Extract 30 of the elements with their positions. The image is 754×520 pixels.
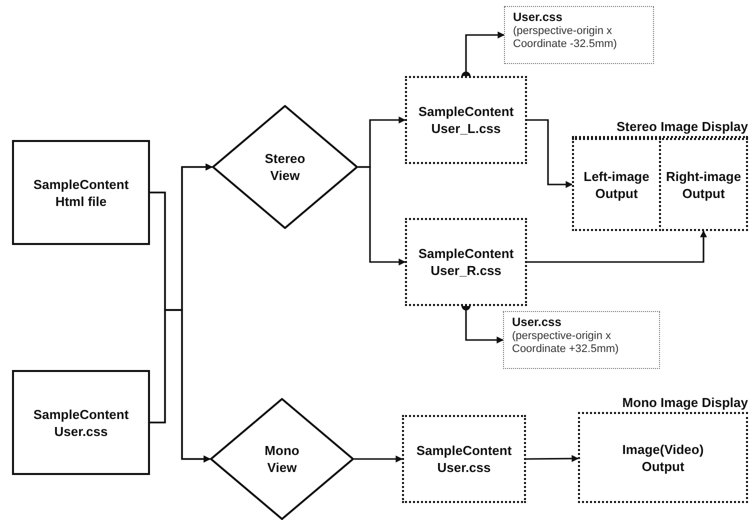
- arrow: [527, 230, 707, 263]
- decision-label: Mono View: [264, 442, 300, 476]
- css-file-box: [659, 138, 748, 231]
- box-label: SampleContent Html file: [32, 176, 130, 210]
- arrow: [150, 309, 211, 462]
- box-label: Right-image Output: [664, 168, 742, 202]
- note-title: User.css: [512, 315, 562, 330]
- note-title: User.css: [513, 10, 562, 25]
- arrow: [527, 119, 573, 188]
- arrow: [354, 456, 403, 462]
- box-label: SampleContent User_L.css: [417, 103, 515, 137]
- note-box: [503, 311, 660, 369]
- arrow: [526, 455, 579, 462]
- note-text: (perspective-origin x Coordinate -32.5mm): [513, 25, 618, 51]
- file-box: [12, 140, 150, 245]
- box-label: SampleContent User_R.css: [417, 245, 515, 279]
- arrow: [358, 166, 406, 266]
- css-file-box: [402, 415, 526, 503]
- css-file-box: [405, 218, 527, 306]
- note-box: [504, 6, 654, 64]
- box-label: SampleContent User.css: [415, 442, 513, 476]
- display-label: Image(Video) Output: [621, 440, 705, 474]
- display-heading: Mono Image Display: [622, 394, 748, 412]
- file-box: [12, 370, 150, 475]
- group-heading: Stereo Image Display: [616, 118, 748, 136]
- note-text: (perspective-origin x Coordinate +32.5mm): [512, 330, 620, 356]
- box-label: SampleContent User.css: [32, 406, 130, 440]
- css-file-box: [405, 76, 527, 164]
- box-label: Left-image Output: [582, 168, 650, 202]
- decision-label: Stereo View: [264, 150, 306, 184]
